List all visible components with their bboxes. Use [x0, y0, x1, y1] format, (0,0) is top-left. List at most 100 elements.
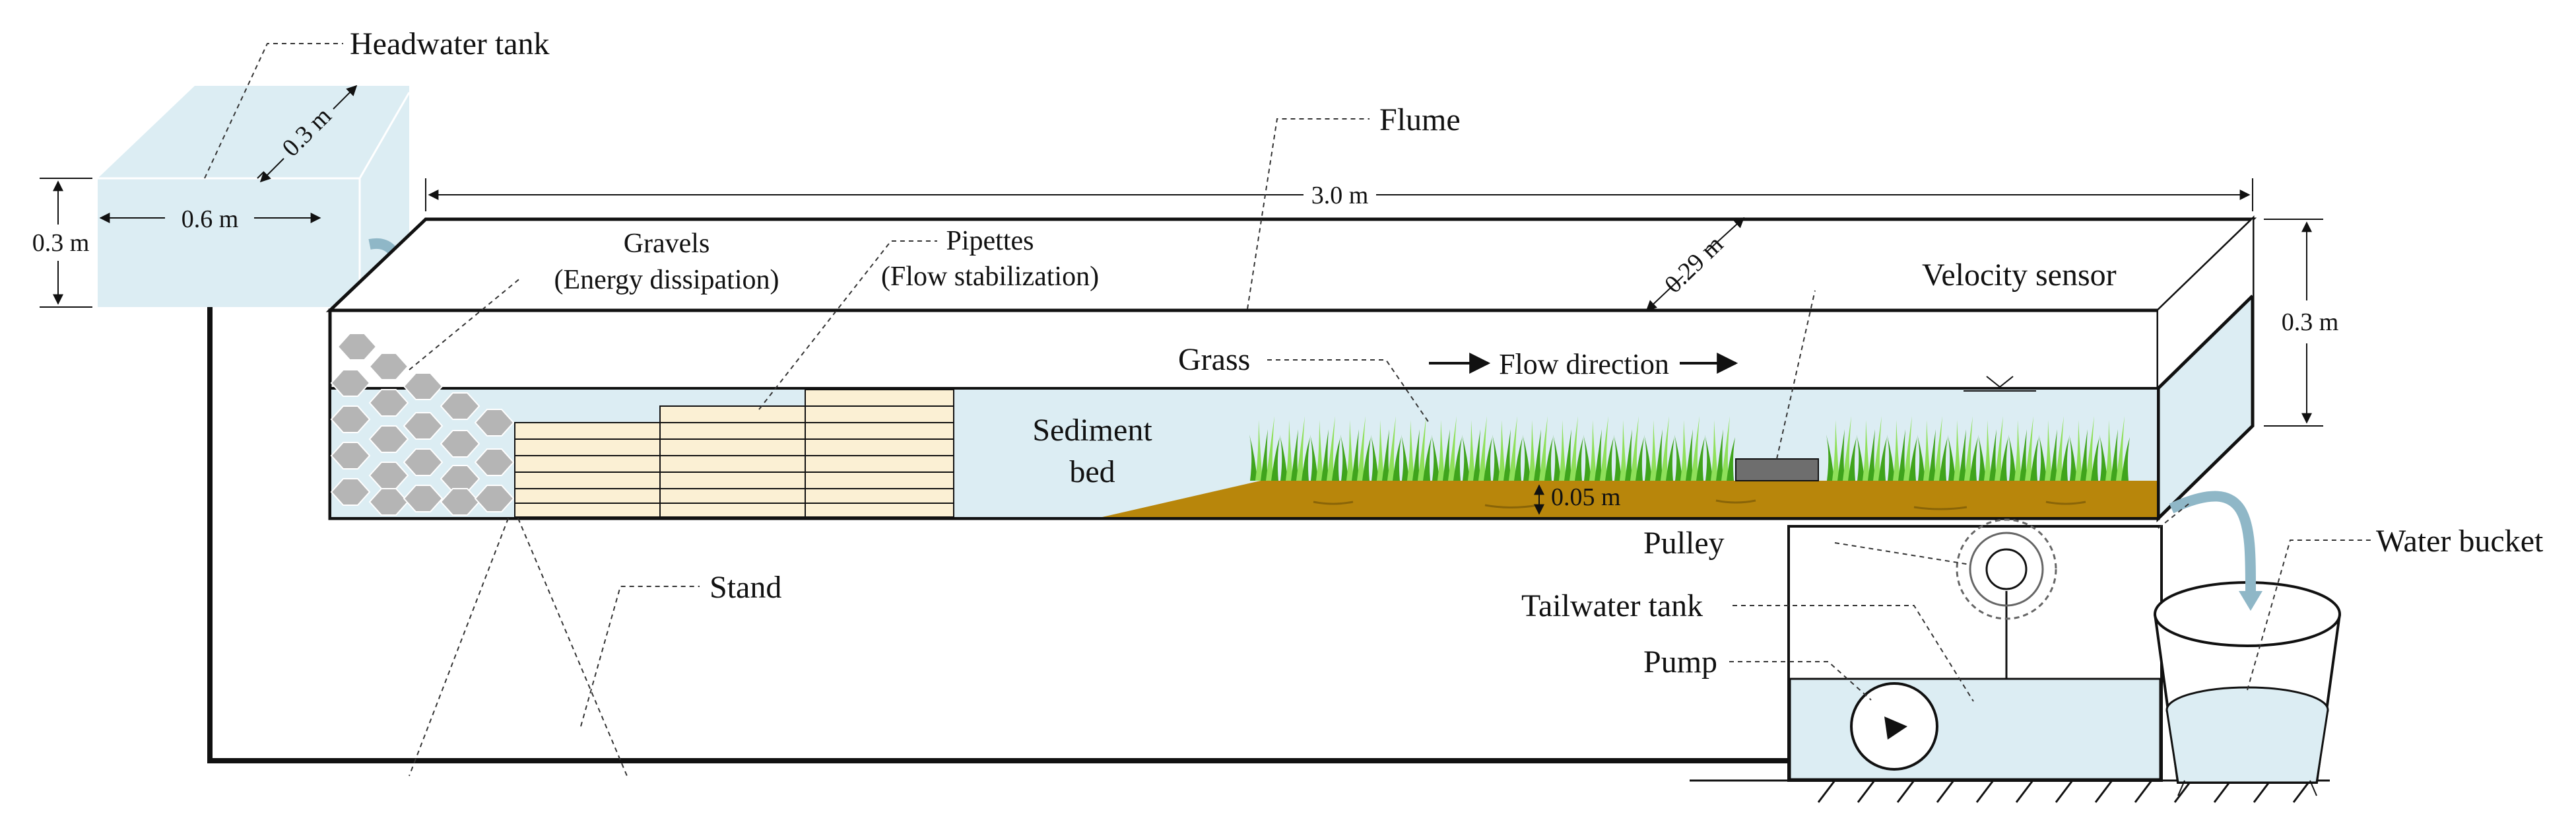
grass-blade	[2116, 416, 2125, 481]
grass-blade	[1412, 429, 1420, 481]
grass-blade	[1544, 437, 1553, 481]
grass-blade	[1340, 435, 1348, 481]
gravels-label: Gravels	[624, 228, 710, 259]
grass-blade	[1620, 420, 1627, 481]
grass-blade	[1848, 437, 1857, 481]
pipettes	[514, 389, 954, 518]
grass-blade	[1357, 416, 1366, 481]
grass-blade	[1969, 437, 1978, 481]
grass-blade	[1826, 435, 1834, 481]
grass-blade	[1261, 429, 1268, 481]
grass-blade	[1503, 429, 1511, 481]
grass-blade	[1462, 435, 1470, 481]
grass-blade	[2025, 416, 2033, 481]
grass-blade	[2000, 437, 2008, 481]
grass-blade	[1857, 435, 1865, 481]
grass-blade	[1382, 429, 1389, 481]
labels: Headwater tank Flume Gravels (Energy dis…	[350, 26, 2544, 679]
grass-blade	[1630, 416, 1639, 481]
stand	[409, 518, 628, 777]
tank-height-label: 0.3 m	[32, 229, 90, 257]
grass-blade	[1978, 435, 1986, 481]
grass-blade	[1909, 437, 1917, 481]
grass-blade	[1984, 420, 1991, 481]
grass-blade	[1686, 429, 1693, 481]
velocity-sensor	[1735, 290, 1819, 481]
grass-blade	[1249, 435, 1257, 481]
grass-blade	[1569, 416, 1578, 481]
grass-blade	[1564, 429, 1571, 481]
flow-direction-label: Flow direction	[1499, 348, 1669, 380]
grass-blade	[1666, 437, 1674, 481]
grass-blade	[1437, 420, 1445, 481]
grass-blade	[1989, 429, 1997, 481]
grass-blade	[1310, 435, 1318, 481]
grass-blade	[2069, 435, 2077, 481]
water-bucket	[2154, 491, 2341, 796]
grass-blade	[2030, 437, 2039, 481]
grass-blade	[1959, 429, 1966, 481]
grass-blade	[1995, 416, 2003, 481]
grass-blade	[1529, 420, 1536, 481]
grass-blade	[2099, 435, 2107, 481]
grass-blade	[2039, 435, 2047, 481]
grass-blade	[2050, 429, 2057, 481]
grass-blade	[2020, 429, 2027, 481]
grass-blade	[1680, 420, 1688, 481]
grass-blade	[2014, 420, 2022, 481]
water-level-marker	[1964, 376, 2036, 392]
grass-blade	[1523, 435, 1531, 481]
grass-blade	[1352, 429, 1359, 481]
grass-blade	[1498, 420, 1505, 481]
pipettes-note: (Flow stabilization)	[881, 261, 1099, 292]
pulley	[1956, 518, 2057, 620]
flume-height-label: 0.3 m	[2282, 308, 2339, 336]
grass-blade	[1691, 416, 1700, 481]
grass-blade	[1393, 437, 1401, 481]
flow-direction-arrow: Flow direction	[1429, 348, 1738, 380]
grass-blade	[1650, 420, 1657, 481]
grass-blade	[2105, 420, 2113, 481]
grass-blade	[1661, 416, 1669, 481]
sediment-bed	[1102, 481, 2157, 517]
grass-blade	[1939, 437, 1948, 481]
pipettes-label: Pipettes	[946, 226, 1034, 256]
grass-blade	[1705, 435, 1713, 481]
flume-label: Flume	[1379, 102, 1461, 137]
grass-blade	[1387, 416, 1396, 481]
grass-blade	[2055, 416, 2064, 481]
grass-blade	[1711, 420, 1718, 481]
grass-blade	[1286, 420, 1293, 481]
grass-blade	[1923, 420, 1931, 481]
velocity-sensor-label: Velocity sensor	[1922, 258, 2117, 293]
sediment-label: Sediment	[1032, 413, 1152, 448]
grass-blade	[1644, 435, 1652, 481]
grass-blade	[2008, 435, 2016, 481]
grass-blade	[1873, 416, 1882, 481]
grass-blade	[1291, 429, 1298, 481]
grass-blade	[1964, 416, 1973, 481]
grass-blade	[1868, 429, 1875, 481]
grass-blade	[1448, 416, 1457, 481]
grass-blade	[1625, 429, 1632, 481]
headwater-tank-label: Headwater tank	[350, 26, 550, 61]
grass-blade	[2061, 437, 2069, 481]
grass-blade	[1934, 416, 1942, 481]
grass-blade	[2080, 429, 2088, 481]
grass-blade	[1473, 429, 1480, 481]
grass-blade	[1832, 420, 1839, 481]
grass-blade	[1453, 437, 1462, 481]
grass-blade	[1553, 435, 1561, 481]
grass-blade	[1377, 420, 1384, 481]
grass-blade	[1583, 435, 1591, 481]
grass-blade	[1600, 416, 1608, 481]
grass-blade	[1595, 429, 1602, 481]
grass-blade	[1443, 429, 1450, 481]
flume-length-label: 3.0 m	[1311, 182, 1369, 209]
grass-blade	[1509, 416, 1517, 481]
bed-thickness-dimension: 0.05 m	[1534, 483, 1621, 515]
grass-blade	[1721, 416, 1730, 481]
stand-label: Stand	[710, 570, 781, 605]
grass-blade	[1893, 420, 1900, 481]
